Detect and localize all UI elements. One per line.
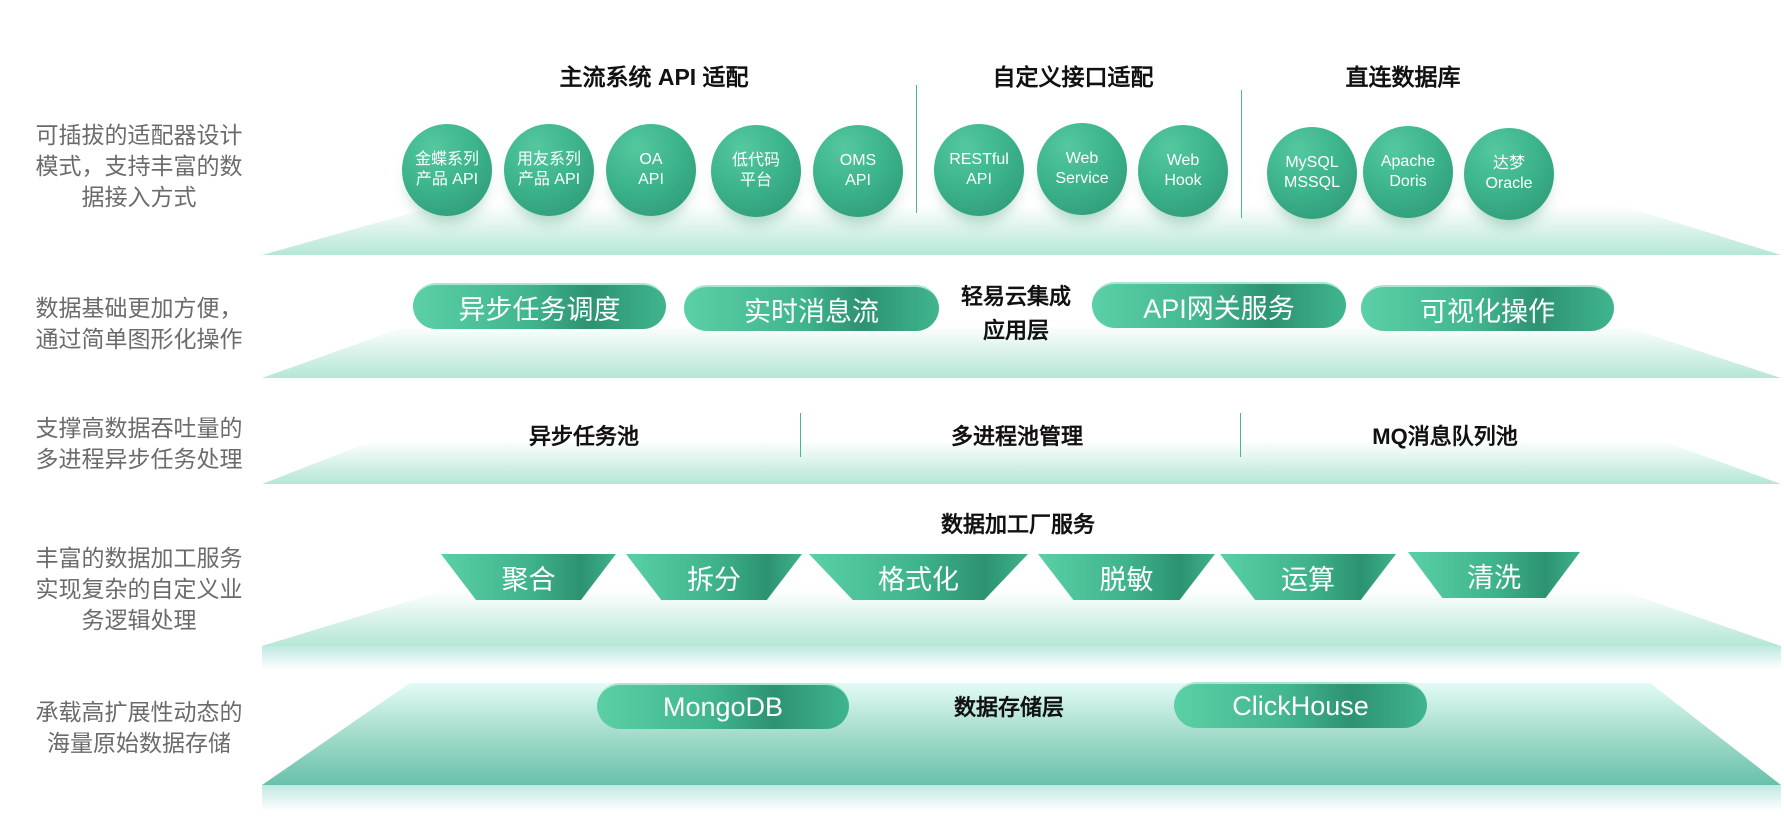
text: 模式，支持丰富的数 bbox=[35, 153, 243, 179]
pill-api-gateway[interactable]: API网关服务 bbox=[1092, 282, 1346, 328]
layer-2-platform bbox=[262, 325, 1781, 378]
text: 支撑高数据吞吐量的 bbox=[35, 415, 243, 441]
pill-async-scheduling[interactable]: 异步任务调度 bbox=[413, 283, 666, 329]
divider bbox=[800, 413, 801, 457]
layer-1-platform bbox=[262, 205, 1781, 255]
text: 据接入方式 bbox=[81, 184, 197, 210]
text: API bbox=[845, 172, 871, 189]
text: 通过简单图形化操作 bbox=[35, 326, 243, 352]
layer-3-platform bbox=[262, 440, 1781, 484]
adapter-lowcode[interactable]: 低代码平台 bbox=[711, 125, 801, 217]
group-title-direct-db: 直连数据库 bbox=[1345, 64, 1461, 90]
text: 应用层 bbox=[982, 318, 1050, 343]
side-label-adapters: 可插拔的适配器设计 模式，支持丰富的数 据接入方式 bbox=[14, 120, 264, 213]
layer-4-shadow bbox=[262, 646, 1781, 670]
text: 数据基础更加方便， bbox=[35, 295, 243, 321]
factory-title: 数据加工厂服务 bbox=[940, 512, 1096, 537]
text: 用友系列 bbox=[516, 151, 581, 168]
funnel-mask[interactable]: 脱敏 bbox=[1038, 554, 1215, 600]
text: MSSQL bbox=[1283, 174, 1340, 191]
adapter-oa[interactable]: OA API bbox=[606, 124, 696, 216]
divider bbox=[1240, 413, 1241, 457]
text: Web bbox=[1166, 152, 1200, 169]
text: MySQL bbox=[1285, 154, 1339, 171]
text: 产品 API bbox=[415, 171, 479, 188]
adapter-oms[interactable]: OMS API bbox=[813, 125, 903, 217]
text: Apache bbox=[1380, 153, 1436, 170]
text: Hook bbox=[1164, 172, 1202, 189]
text: Oracle bbox=[1485, 175, 1533, 192]
text: 产品 API bbox=[517, 171, 581, 188]
side-label-storage: 承载高扩展性动态的 海量原始数据存储 bbox=[14, 697, 264, 759]
side-label-factory: 丰富的数据加工服务 实现复杂的自定义业 务逻辑处理 bbox=[14, 543, 264, 636]
text: Service bbox=[1055, 170, 1109, 187]
text: Doris bbox=[1389, 173, 1427, 190]
side-label-app: 数据基础更加方便， 通过简单图形化操作 bbox=[14, 293, 264, 355]
side-label-process: 支撑高数据吞吐量的 多进程异步任务处理 bbox=[14, 413, 264, 475]
adapter-mysql-mssql[interactable]: MySQL MSSQL bbox=[1267, 127, 1357, 219]
app-layer-title: 轻易云集成 应用层 bbox=[961, 280, 1071, 348]
text: API bbox=[966, 171, 992, 188]
text: 轻易云集成 bbox=[960, 284, 1072, 309]
group-title-mainstream-api: 主流系统 API 适配 bbox=[559, 64, 749, 90]
multiprocess-pool: 多进程池管理 bbox=[950, 424, 1084, 449]
text: 承载高扩展性动态的 bbox=[35, 699, 243, 725]
text: 务逻辑处理 bbox=[81, 607, 197, 633]
funnel-format[interactable]: 格式化 bbox=[809, 554, 1028, 600]
layer-4-platform bbox=[262, 590, 1781, 646]
adapter-dameng-oracle[interactable]: 达梦 Oracle bbox=[1464, 128, 1554, 220]
text: 低代码 bbox=[731, 152, 780, 169]
divider bbox=[1241, 90, 1242, 218]
funnel-compute[interactable]: 运算 bbox=[1220, 554, 1396, 600]
text: 平台 bbox=[739, 172, 772, 189]
text: 多进程异步任务处理 bbox=[35, 446, 243, 472]
pill-clickhouse[interactable]: ClickHouse bbox=[1174, 682, 1427, 728]
text: API bbox=[638, 171, 664, 188]
adapter-kingdee[interactable]: 金蝶系列产品 API bbox=[402, 124, 492, 216]
mq-pool: MQ消息队列池 bbox=[1372, 424, 1518, 449]
adapter-yonyou[interactable]: 用友系列产品 API bbox=[504, 124, 594, 216]
text: 实现复杂的自定义业 bbox=[35, 576, 243, 602]
pill-mongodb[interactable]: MongoDB bbox=[597, 683, 849, 729]
text: OMS bbox=[839, 152, 877, 169]
group-title-custom-interface: 自定义接口适配 bbox=[992, 64, 1154, 90]
funnel-aggregate[interactable]: 聚合 bbox=[441, 554, 616, 600]
pill-realtime-stream[interactable]: 实时消息流 bbox=[684, 285, 939, 331]
text: 金蝶系列 bbox=[414, 151, 479, 168]
text: 可插拔的适配器设计 bbox=[35, 122, 243, 148]
async-task-pool: 异步任务池 bbox=[528, 424, 640, 449]
divider bbox=[916, 85, 917, 213]
text: 丰富的数据加工服务 bbox=[35, 545, 243, 571]
pill-visual-ops[interactable]: 可视化操作 bbox=[1361, 285, 1614, 331]
storage-title: 数据存储层 bbox=[953, 695, 1065, 720]
layer-5-shadow bbox=[262, 785, 1781, 811]
text: OA bbox=[639, 151, 663, 168]
text: 海量原始数据存储 bbox=[47, 730, 231, 756]
text: Web bbox=[1065, 150, 1099, 167]
text: RESTful bbox=[949, 151, 1009, 168]
text: 达梦 bbox=[1492, 155, 1525, 172]
